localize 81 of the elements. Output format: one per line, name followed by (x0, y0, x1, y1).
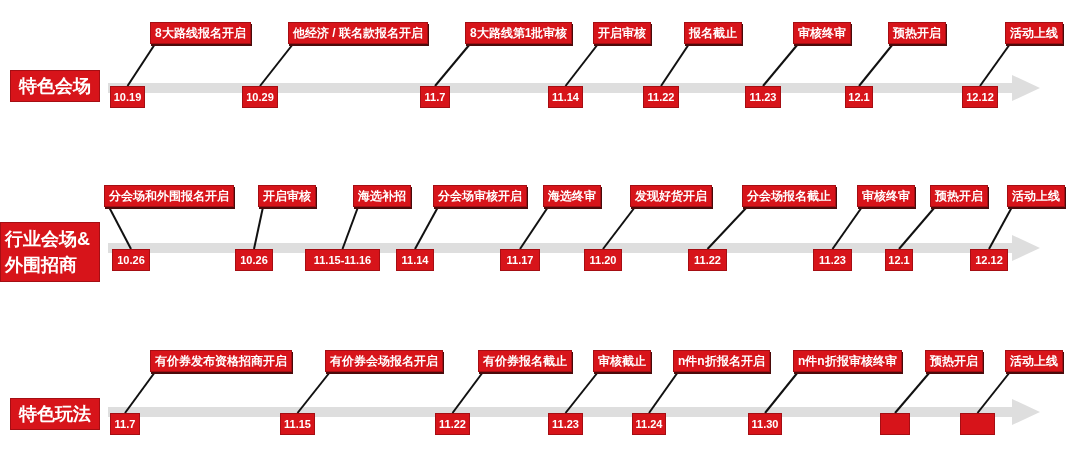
leader-line (434, 43, 471, 87)
leader-line (988, 206, 1013, 250)
leader-line (126, 43, 156, 87)
event-label-box: n件n折报名开启 (673, 350, 770, 372)
event-label-box: 审核终审 (857, 185, 915, 207)
date-box: 11.15-11.16 (305, 249, 380, 271)
leader-line (253, 206, 264, 250)
event-label-box: 8大路线报名开启 (150, 22, 251, 44)
date-box: 11.14 (548, 86, 583, 108)
leader-line (858, 43, 894, 87)
leader-line (648, 371, 679, 414)
date-box: 12.1 (845, 86, 873, 108)
date-box: 11.22 (688, 249, 727, 271)
date-box: 12.1 (885, 249, 913, 271)
date-box: 11.23 (813, 249, 852, 271)
leader-line (259, 43, 294, 87)
date-box: 11.20 (584, 249, 622, 271)
date-box (960, 413, 995, 435)
leader-line (564, 43, 599, 87)
event-label-box: 有价券发布资格招商开启 (150, 350, 292, 372)
event-label-box: 有价券会场报名开启 (325, 350, 443, 372)
date-box: 11.30 (748, 413, 782, 435)
leader-line (341, 206, 359, 250)
leader-line (898, 206, 936, 250)
event-label-box: 他经济 / 联名款报名开启 (288, 22, 428, 44)
event-label-box: 预热开启 (925, 350, 983, 372)
date-box: 11.22 (435, 413, 470, 435)
event-label-box: 海选终审 (543, 185, 601, 207)
date-box: 10.26 (112, 249, 150, 271)
event-label-box: 审核截止 (593, 350, 651, 372)
date-box (880, 413, 910, 435)
event-label-box: 分会场审核开启 (433, 185, 527, 207)
leader-line (451, 371, 484, 414)
leader-line (602, 206, 636, 250)
leader-line (764, 371, 799, 414)
date-box: 12.12 (970, 249, 1008, 271)
event-label-box: 活动上线 (1005, 22, 1063, 44)
date-box: 11.14 (396, 249, 434, 271)
date-box: 11.24 (632, 413, 666, 435)
date-box: 11.23 (745, 86, 781, 108)
event-label-box: 活动上线 (1005, 350, 1063, 372)
event-label-box: 分会场和外围报名开启 (104, 185, 234, 207)
event-label-box: 预热开启 (888, 22, 946, 44)
event-label-box: 有价券报名截止 (478, 350, 572, 372)
date-box: 10.19 (110, 86, 145, 108)
event-label-box: 海选补招 (353, 185, 411, 207)
date-box: 11.23 (548, 413, 583, 435)
date-box: 11.15 (280, 413, 315, 435)
date-box: 11.7 (420, 86, 450, 108)
leader-line (124, 371, 156, 414)
event-label-box: n件n折报审核终审 (793, 350, 902, 372)
date-box: 10.26 (235, 249, 273, 271)
event-label-box: 开启审核 (593, 22, 651, 44)
date-box: 11.17 (500, 249, 540, 271)
leader-line (706, 206, 748, 250)
leader-line (660, 43, 690, 87)
date-box: 10.29 (242, 86, 278, 108)
track-title-box: 特色玩法 (10, 398, 100, 430)
event-label-box: 活动上线 (1007, 185, 1065, 207)
event-label-box: 报名截止 (684, 22, 742, 44)
leader-line (296, 371, 331, 414)
track-title-box: 特色会场 (10, 70, 100, 102)
leader-line (762, 43, 799, 87)
leader-line (414, 206, 439, 250)
leader-line (979, 43, 1011, 87)
leader-line (976, 371, 1011, 414)
event-label-box: 发现好货开启 (630, 185, 712, 207)
event-label-box: 开启审核 (258, 185, 316, 207)
event-label-box: 审核终审 (793, 22, 851, 44)
event-label-box: 分会场报名截止 (742, 185, 836, 207)
date-box: 12.12 (962, 86, 998, 108)
leader-line (108, 206, 132, 250)
date-box: 11.7 (110, 413, 140, 435)
leader-line (564, 371, 599, 414)
track-title-box: 行业会场&外围招商 (0, 222, 100, 282)
leader-line (894, 371, 931, 414)
date-box: 11.22 (643, 86, 679, 108)
leader-line (519, 206, 549, 250)
event-label-box: 预热开启 (930, 185, 988, 207)
event-label-box: 8大路线第1批审核 (465, 22, 573, 44)
leader-line (831, 206, 863, 250)
